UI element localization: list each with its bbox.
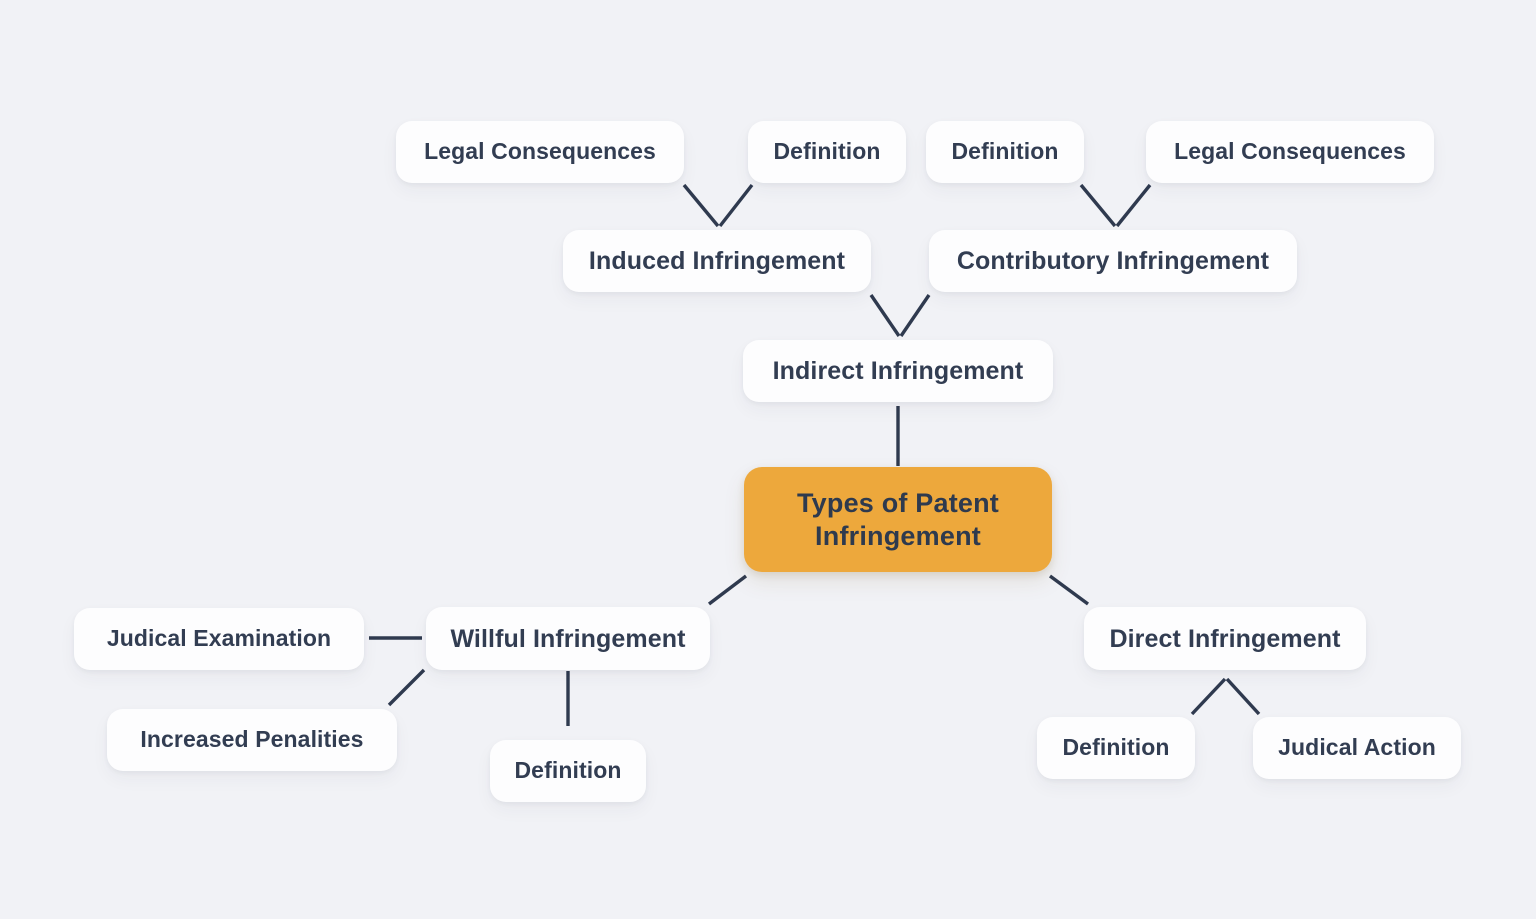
node-judical-action[interactable]: Judical Action [1253,717,1461,779]
node-label: Contributory Infringement [956,247,1270,275]
node-direct-infringement[interactable]: Direct Infringement [1084,607,1366,670]
node-increased-penalities[interactable]: Increased Penalities [107,709,397,771]
node-contributory-infringement[interactable]: Contributory Infringement [929,230,1297,292]
node-label: Judical Action [1278,734,1436,761]
edge-induced-legal [682,183,720,228]
edge-contributory-definition [1079,183,1117,228]
node-label: Direct Infringement [1109,624,1341,653]
node-contributory-definition[interactable]: Definition [926,121,1084,183]
edge-induced-definition [718,183,754,228]
edge-direct-definition [1190,677,1227,716]
node-root-types-of-patent-infringement[interactable]: Types of Patent Infringement [744,467,1052,572]
node-contributory-legal-consequences[interactable]: Legal Consequences [1146,121,1434,183]
node-direct-definition[interactable]: Definition [1037,717,1195,779]
node-label: Definition [514,757,622,784]
edge-contributory-legal [1115,183,1152,228]
node-label: Definition [1062,734,1170,761]
edge-root-direct [1048,574,1090,606]
node-label: Definition [773,138,881,165]
node-label: Legal Consequences [424,138,656,165]
node-label: Induced Infringement [588,247,846,275]
node-label: Types of Patent Infringement [796,487,1000,551]
edge-direct-action [1225,677,1261,716]
node-indirect-infringement[interactable]: Indirect Infringement [743,340,1053,402]
node-label: Definition [951,138,1059,165]
node-induced-infringement[interactable]: Induced Infringement [563,230,871,292]
node-judical-examination[interactable]: Judical Examination [74,608,364,670]
node-label: Indirect Infringement [772,357,1024,385]
node-willful-definition[interactable]: Definition [490,740,646,802]
node-induced-legal-consequences[interactable]: Legal Consequences [396,121,684,183]
edge-indirect-contributory [899,294,931,337]
node-induced-definition[interactable]: Definition [748,121,906,183]
edge-willful-penalities [387,668,426,707]
node-label: Increased Penalities [140,726,364,753]
node-label: Willful Infringement [450,624,686,653]
edge-indirect-induced [869,294,901,337]
node-willful-infringement[interactable]: Willful Infringement [426,607,710,670]
node-label: Legal Consequences [1174,138,1406,165]
node-label: Judical Examination [106,625,332,652]
edge-root-willful [707,574,748,606]
